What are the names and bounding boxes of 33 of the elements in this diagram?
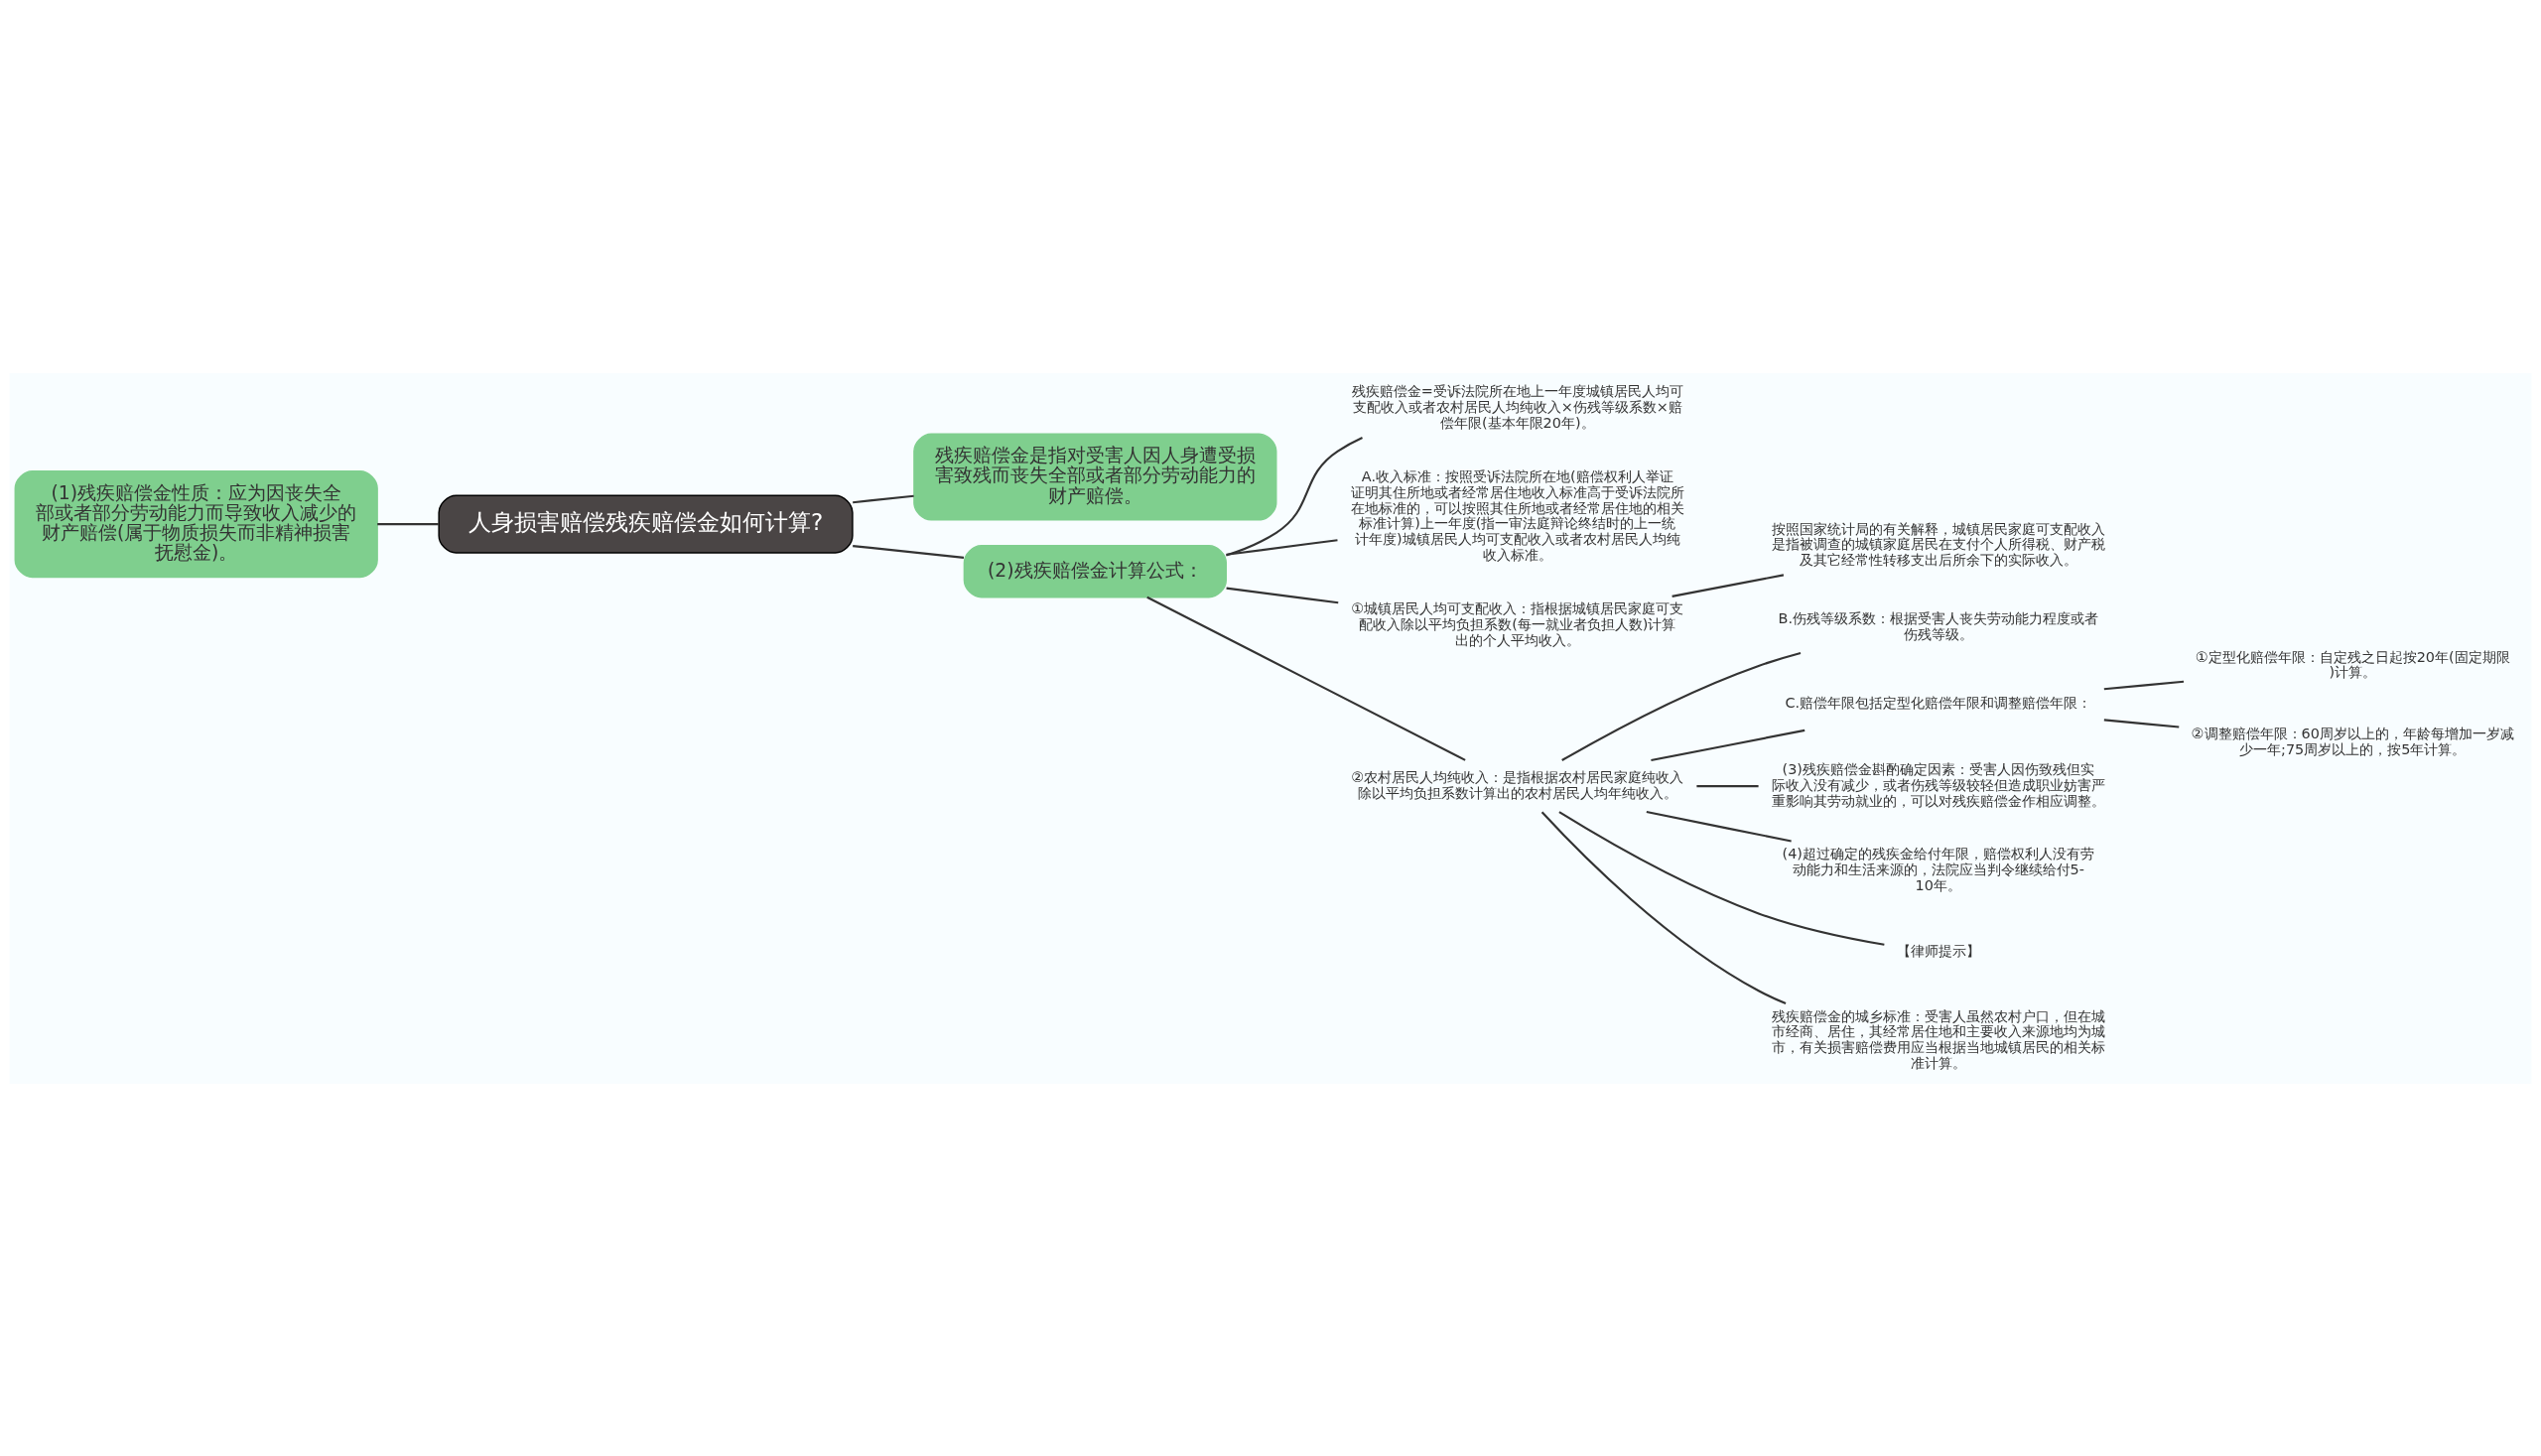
node-box: (2)残疾赔偿金计算公式： bbox=[963, 544, 1227, 597]
connector bbox=[1561, 651, 1802, 761]
connector bbox=[1226, 436, 1363, 556]
node-text: ①定型化赔偿年限：自定残之日起按20年(固定期限)计算。 bbox=[2195, 648, 2510, 680]
connector bbox=[1146, 596, 1466, 761]
node-text: 残疾赔偿金的城乡标准：受害人虽然农村户口，但在城市经商、居住，其经常居住地和主要收入来源地均为城市，有关损害赔偿费用应当根据当地城镇居民的相关标准计算。 bbox=[1771, 1007, 2105, 1071]
node-text: 按照国家统计局的有关解释，城镇居民家庭可支配收入是指被调查的城镇家庭居民在支付个人所得税、财产税及其它经常性转移支出后所余下的实际收入。 bbox=[1771, 520, 2105, 568]
node-text: C.赔偿年限包括定型化赔偿年限和调整赔偿年限： bbox=[1785, 694, 2092, 711]
connector bbox=[1646, 810, 1792, 843]
node-text: (3)残疾赔偿金斟酌确定因素：受害人因伤致残但实际收入没有减少，或者伤残等级较轻但造成职业妨害严重影响其劳动就业的，可以对残疾赔偿金作相应调整。 bbox=[1771, 760, 2105, 809]
node-text: 残疾赔偿金=受诉法院所在地上一年度城镇居民人均可支配收入或者农村居民人均纯收入×伤残等级系数×赔偿年限(基本年限20年)。 bbox=[1351, 382, 1683, 431]
node-text: ②调整赔偿年限：60周岁以上的，年龄每增加一岁减少一年;75周岁以上的，按5年计算。 bbox=[2191, 725, 2514, 757]
node-text: (4)超过确定的残疾金给付年限，赔偿权利人没有劳动能力和生活来源的，法院应当判令继续给付5-10年。 bbox=[1782, 845, 2094, 893]
node-box: (1)残疾赔偿金性质：应为因丧失全部或者部分劳动能力而导致收入减少的财产赔偿(属于物质损失而非精神损害抚慰金)。 bbox=[14, 469, 378, 578]
node-text: B.伤残等级系数：根据受害人丧失劳动能力程度或者伤残等级。 bbox=[1778, 609, 2098, 642]
node-box: 人身损害赔偿残疾赔偿金如何计算? bbox=[438, 494, 854, 554]
node-text: ①城镇居民人均可支配收入：指根据城镇居民家庭可支配收入除以平均负担系数(每一就业者负担人数)计算出的个人平均收入。 bbox=[1351, 599, 1684, 648]
connector bbox=[1672, 573, 1785, 597]
connector bbox=[1226, 587, 1339, 603]
connector bbox=[1558, 810, 1885, 946]
connector bbox=[1226, 538, 1338, 556]
node-text: A.收入标准：按照受诉法院所在地(赔偿权利人举证证明其住所地或者经常居住地收入标准高于受诉法院所在地标准的，可以按照其住所地或者经常居住地的相关标准计算)上一年度(指一审法庭辩论终结时的上一统计年度)城镇居民人均可支配收入或者农村居民人均纯收入标准。 bbox=[1350, 467, 1684, 563]
node-box: 残疾赔偿金是指对受害人因人身遭受损害致残而丧失全部或者部分劳动能力的财产赔偿。 bbox=[913, 433, 1277, 521]
connector bbox=[1696, 784, 1759, 787]
connector bbox=[1651, 728, 1805, 761]
node-text: 【律师提示】 bbox=[1896, 942, 1980, 959]
connector bbox=[1540, 811, 1787, 1004]
connector bbox=[853, 494, 914, 503]
connector bbox=[2103, 718, 2180, 728]
node-text: ②农村居民人均纯收入：是指根据农村居民家庭纯收入除以平均负担系数计算出的农村居民人均年纯收入。 bbox=[1351, 768, 1684, 801]
connector bbox=[377, 522, 439, 525]
connector bbox=[853, 544, 965, 559]
connector bbox=[2103, 680, 2185, 690]
